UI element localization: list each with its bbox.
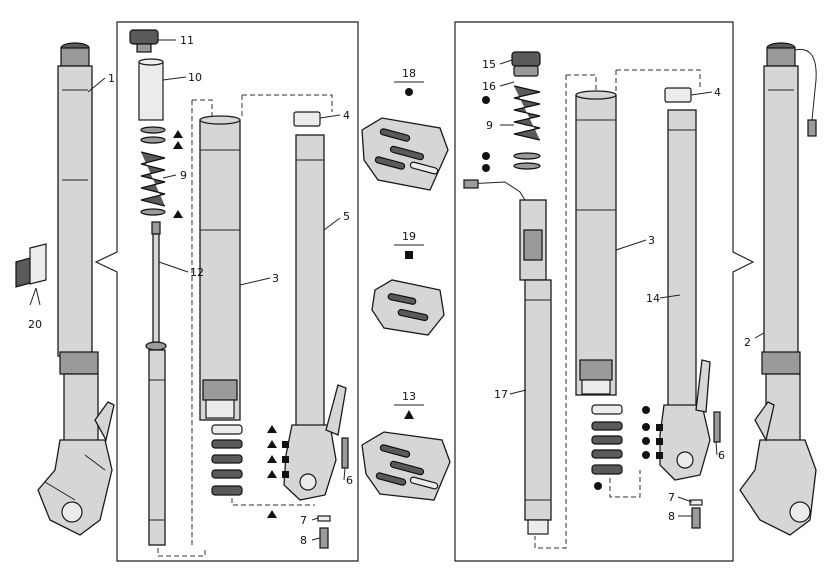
label-7-left: 7	[300, 514, 307, 527]
label-4-right: 4	[714, 86, 721, 99]
label-14: 14	[646, 292, 660, 305]
label-8-left: 8	[300, 534, 307, 547]
label-2: 2	[744, 336, 751, 349]
left-tube-3	[199, 115, 243, 496]
kit-18-symbol	[405, 88, 413, 96]
label-11: 11	[180, 34, 194, 47]
left-dash-1	[192, 99, 213, 118]
label-7-right: 7	[668, 491, 675, 504]
right-dash-3	[534, 75, 567, 549]
right-fork-leg	[739, 42, 817, 536]
label-20: 20	[28, 318, 42, 331]
left-fork-leg	[37, 42, 115, 536]
label-19: 19	[402, 230, 416, 243]
label-3-right: 3	[648, 234, 655, 247]
label-5: 5	[343, 210, 350, 223]
kit-19	[371, 279, 445, 336]
circle-markers	[482, 96, 650, 490]
label-16: 16	[482, 80, 496, 93]
left-dash-5	[231, 498, 315, 506]
label-13: 13	[402, 390, 416, 403]
right-dash-1	[566, 74, 597, 92]
label-18: 18	[402, 67, 416, 80]
label-1: 1	[108, 72, 115, 85]
right-panel-frame	[454, 21, 755, 562]
left-panel-frame	[94, 21, 359, 562]
right-dash-5	[609, 470, 641, 498]
label-17: 17	[494, 388, 508, 401]
square-markers	[282, 424, 663, 478]
right-dash-2	[616, 69, 701, 88]
kit-13-symbol	[404, 410, 414, 419]
right-lower-leg-14	[659, 87, 721, 529]
left-dash-6	[157, 548, 206, 557]
right-damper-cartridge	[463, 51, 552, 535]
label-12: 12	[190, 266, 204, 279]
triangle-markers	[173, 130, 277, 518]
left-damper-cartridge	[129, 29, 167, 546]
right-tube-3	[575, 90, 623, 475]
kit-18	[361, 117, 449, 191]
leader-lines	[87, 39, 765, 541]
label-9-left: 9	[180, 169, 187, 182]
label-6-right: 6	[718, 449, 725, 462]
label-6-left: 6	[346, 474, 353, 487]
shims-20	[15, 243, 47, 306]
label-10: 10	[188, 71, 202, 84]
label-4-left: 4	[343, 109, 350, 122]
left-lower-leg-5	[283, 111, 349, 549]
kit-13	[361, 431, 451, 501]
label-8-right: 8	[668, 510, 675, 523]
kit-19-symbol	[405, 251, 413, 259]
left-dash-2	[242, 94, 333, 112]
label-3-left: 3	[272, 272, 279, 285]
label-15: 15	[482, 58, 496, 71]
label-9-right: 9	[486, 119, 493, 132]
